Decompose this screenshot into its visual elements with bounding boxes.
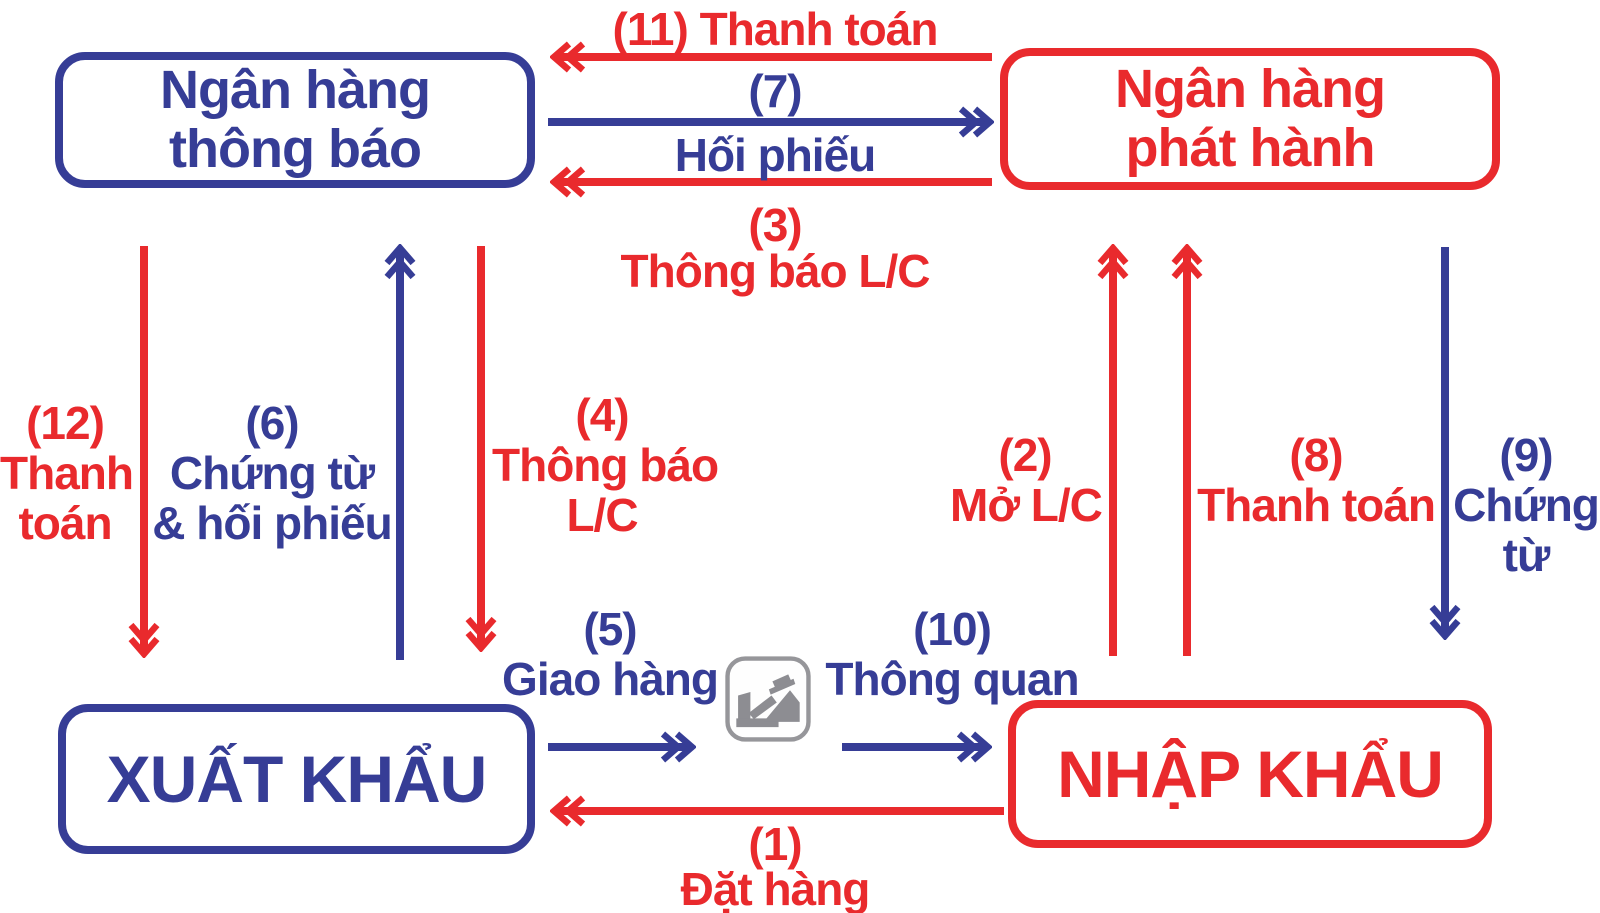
flow-11-text: Thanh toán (699, 3, 939, 55)
flow-label-10: (10) Thông quan (812, 604, 1092, 704)
flow-12-text1: Thanh (0, 447, 134, 499)
flow-label-1: (1) Đặt hàng (560, 818, 990, 913)
flow-7-num: (7) (748, 65, 802, 117)
flow-label-3-text: Thông báo L/C (550, 246, 1000, 296)
flow-12-text2: toán (18, 497, 112, 549)
flow-3-num: (3) (748, 199, 802, 251)
flow-9-text1: Chứng (1453, 479, 1600, 531)
issuing-bank-line2: phát hành (1125, 118, 1376, 178)
flow-2-text: Mở L/C (950, 479, 1103, 531)
flow-label-8: (8) Thanh toán (1196, 430, 1436, 530)
flow-label-5: (5) Giao hàng (480, 604, 740, 704)
flow-6-text2: & hối phiếu (152, 497, 392, 549)
flow-label-6: (6) Chứng từ & hối phiếu (152, 398, 392, 548)
flow-4-text1: Thông báo (492, 439, 719, 491)
flow-label-2: (2) Mở L/C (950, 429, 1103, 531)
flow-8-text: Thanh toán (1197, 479, 1436, 531)
flow-label-3-num: (3) (550, 200, 1000, 250)
flow-10-text: Thông quan (825, 653, 1079, 705)
flow-label-7-text: Hối phiếu (550, 130, 1000, 180)
flow-label-12: (12) Thanh toán (0, 397, 134, 549)
flow-1-num: (1) (748, 818, 802, 870)
flow-label-11: (11) Thanh toán (550, 4, 1000, 54)
advising-bank-line1: Ngân hàng (160, 59, 431, 120)
issuing-bank-line1: Ngân hàng (1115, 58, 1386, 119)
flow-label-7-num: (7) (550, 66, 1000, 116)
flow-6-num: (6) (245, 397, 299, 449)
flow-1-text: Đặt hàng (680, 863, 871, 913)
flow-9-text2: từ (1502, 529, 1551, 581)
node-importer: NHẬP KHẨU (1008, 700, 1492, 848)
advising-bank-line2: thông báo (169, 119, 422, 179)
flow-5-num: (5) (583, 603, 637, 655)
importer-label: NHẬP KHẨU (1057, 737, 1444, 811)
exporter-label: XUẤT KHẨU (106, 742, 488, 816)
flow-label-9: (9) Chứng từ (1452, 430, 1600, 580)
flow-2-num: (2) (998, 429, 1052, 481)
flow-4-text2: L/C (566, 489, 638, 541)
flow-10-num: (10) (913, 603, 992, 655)
flow-4-num: (4) (575, 389, 629, 441)
flow-7-text: Hối phiếu (674, 129, 877, 181)
flow-6-text1: Chứng từ (169, 447, 375, 499)
node-issuing-bank: Ngân hàng phát hành (1000, 48, 1500, 190)
flow-8-num: (8) (1289, 429, 1343, 481)
flow-label-4: (4) Thông báo L/C (492, 389, 719, 541)
flow-9-num: (9) (1499, 429, 1553, 481)
flow-11-num: (11) (612, 3, 689, 55)
flow-12-num: (12) (26, 397, 105, 449)
node-exporter: XUẤT KHẨU (58, 704, 535, 854)
flow-3-text: Thông báo L/C (620, 245, 931, 297)
node-advising-bank: Ngân hàng thông báo (55, 52, 535, 188)
customs-icon (724, 654, 812, 744)
flow-5-text: Giao hàng (502, 653, 719, 705)
